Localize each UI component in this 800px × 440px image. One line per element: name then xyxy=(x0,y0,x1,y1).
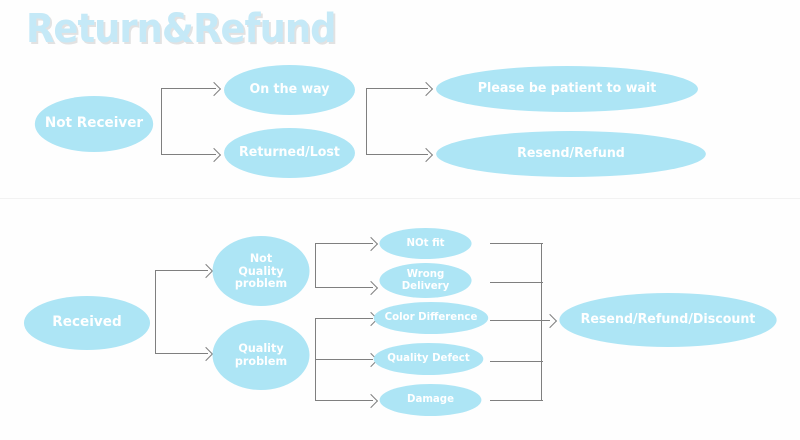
arrowhead-icon xyxy=(198,346,214,362)
merge-outlet xyxy=(541,320,550,321)
node-not-fit[interactable]: NOt fit xyxy=(379,228,472,259)
node-quality-defect[interactable]: Quality Defect xyxy=(373,343,484,375)
connector-arm-2 xyxy=(315,287,373,288)
connector-stem xyxy=(155,270,156,353)
connector-arm-1 xyxy=(315,243,373,244)
node-not-receiver[interactable]: Not Receiver xyxy=(34,96,154,152)
arrowhead-icon xyxy=(418,81,434,97)
node-please-be-patient-to-wait[interactable]: Please be patient to wait xyxy=(436,66,698,112)
connector-arm-3 xyxy=(315,400,373,401)
arrowhead-icon xyxy=(542,313,558,329)
connector-arm-top xyxy=(366,88,428,89)
node-on-the-way[interactable]: On the way xyxy=(224,65,355,115)
connector-stem xyxy=(366,88,367,154)
connector-arm-top xyxy=(155,270,208,271)
arrowhead-icon xyxy=(198,263,214,279)
arrowhead-icon xyxy=(363,236,379,252)
arrowhead-icon xyxy=(206,81,222,97)
node-resend-refund-discount[interactable]: Resend/Refund/Discount xyxy=(559,293,777,347)
page-title: Return&Refund xyxy=(26,6,337,52)
node-not-quality-problem[interactable]: Not Quality problem xyxy=(212,236,310,306)
merge-arm-5 xyxy=(490,400,543,401)
node-color-difference[interactable]: Color Difference xyxy=(373,302,489,334)
connector-stem xyxy=(541,243,542,400)
connector-arm-bottom xyxy=(366,154,428,155)
connector-arm-1 xyxy=(315,318,373,319)
arrowhead-icon xyxy=(363,393,379,409)
node-returned-lost[interactable]: Returned/Lost xyxy=(224,128,355,178)
node-received[interactable]: Received xyxy=(23,296,151,350)
connector-arm-2 xyxy=(315,359,373,360)
connector-arm-top xyxy=(161,88,216,89)
merge-arm-1 xyxy=(490,243,543,244)
node-resend-refund[interactable]: Resend/Refund xyxy=(436,131,706,177)
connector-arm-bottom xyxy=(161,154,216,155)
connector-stem xyxy=(315,243,316,287)
arrowhead-icon xyxy=(418,147,434,163)
node-damage[interactable]: Damage xyxy=(379,384,482,416)
merge-arm-4 xyxy=(490,361,543,362)
connector-arm-bottom xyxy=(155,353,208,354)
arrowhead-icon xyxy=(363,280,379,296)
connector-stem xyxy=(161,88,162,154)
merge-arm-3 xyxy=(490,320,543,321)
node-wrong-delivery[interactable]: Wrong Delivery xyxy=(379,263,472,298)
merge-arm-2 xyxy=(490,282,543,283)
section-divider xyxy=(0,198,800,199)
arrowhead-icon xyxy=(206,147,222,163)
node-quality-problem[interactable]: Quality problem xyxy=(212,320,310,390)
